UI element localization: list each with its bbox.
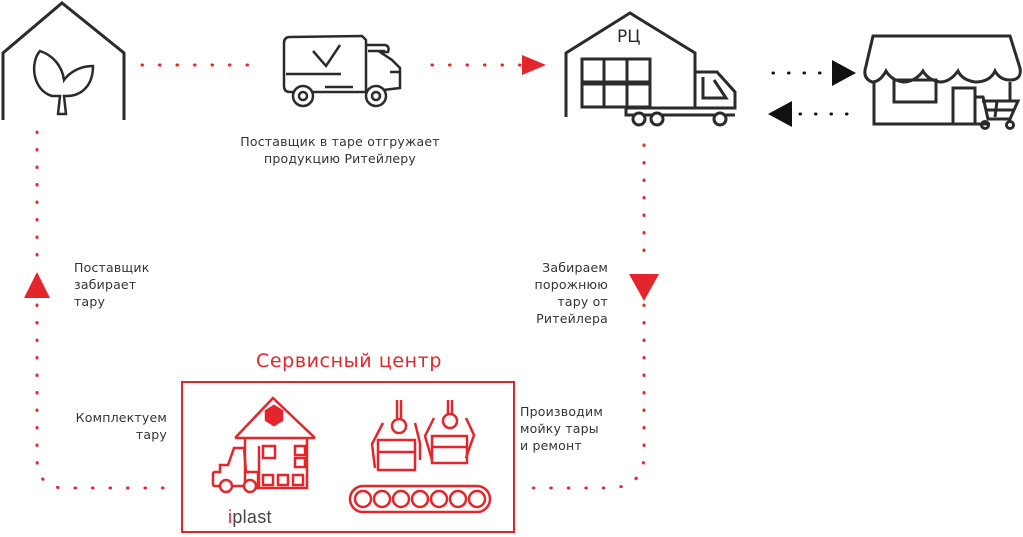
flow-path-black <box>771 71 860 116</box>
truck-checkmark-icon <box>282 34 402 108</box>
flow-path-red <box>35 63 646 490</box>
service-center-title: Сервисный центр <box>256 350 442 372</box>
collect-empty-caption: Забираем порожнюю тару от Ритейлера <box>534 260 608 326</box>
store-cart-icon <box>863 34 1022 130</box>
arrow-right-red <box>522 55 546 75</box>
arrow-right-black <box>832 60 856 86</box>
assemble-caption: Комплектуем тару <box>75 410 167 442</box>
iplast-logo: iplast <box>228 507 272 527</box>
supplier-takes-caption: Поставщик забирает тару <box>74 260 150 309</box>
warehouse-truck-icon <box>564 11 737 127</box>
wash-repair-caption: Производим мойку тары и ремонт <box>520 404 603 453</box>
arrow-down-red <box>629 274 659 301</box>
arrow-up-red <box>24 272 50 298</box>
arrow-left-black <box>768 101 792 127</box>
distribution-center-label: РЦ <box>617 27 641 47</box>
greenhouse-leaf-icon <box>1 1 126 120</box>
robot-arms-conveyor-icon <box>348 400 492 514</box>
shipping-caption: Поставщик в таре отгружает продукцию Рит… <box>240 134 440 166</box>
service-center-box <box>181 381 515 533</box>
warehouse-forklift-icon <box>211 396 316 494</box>
